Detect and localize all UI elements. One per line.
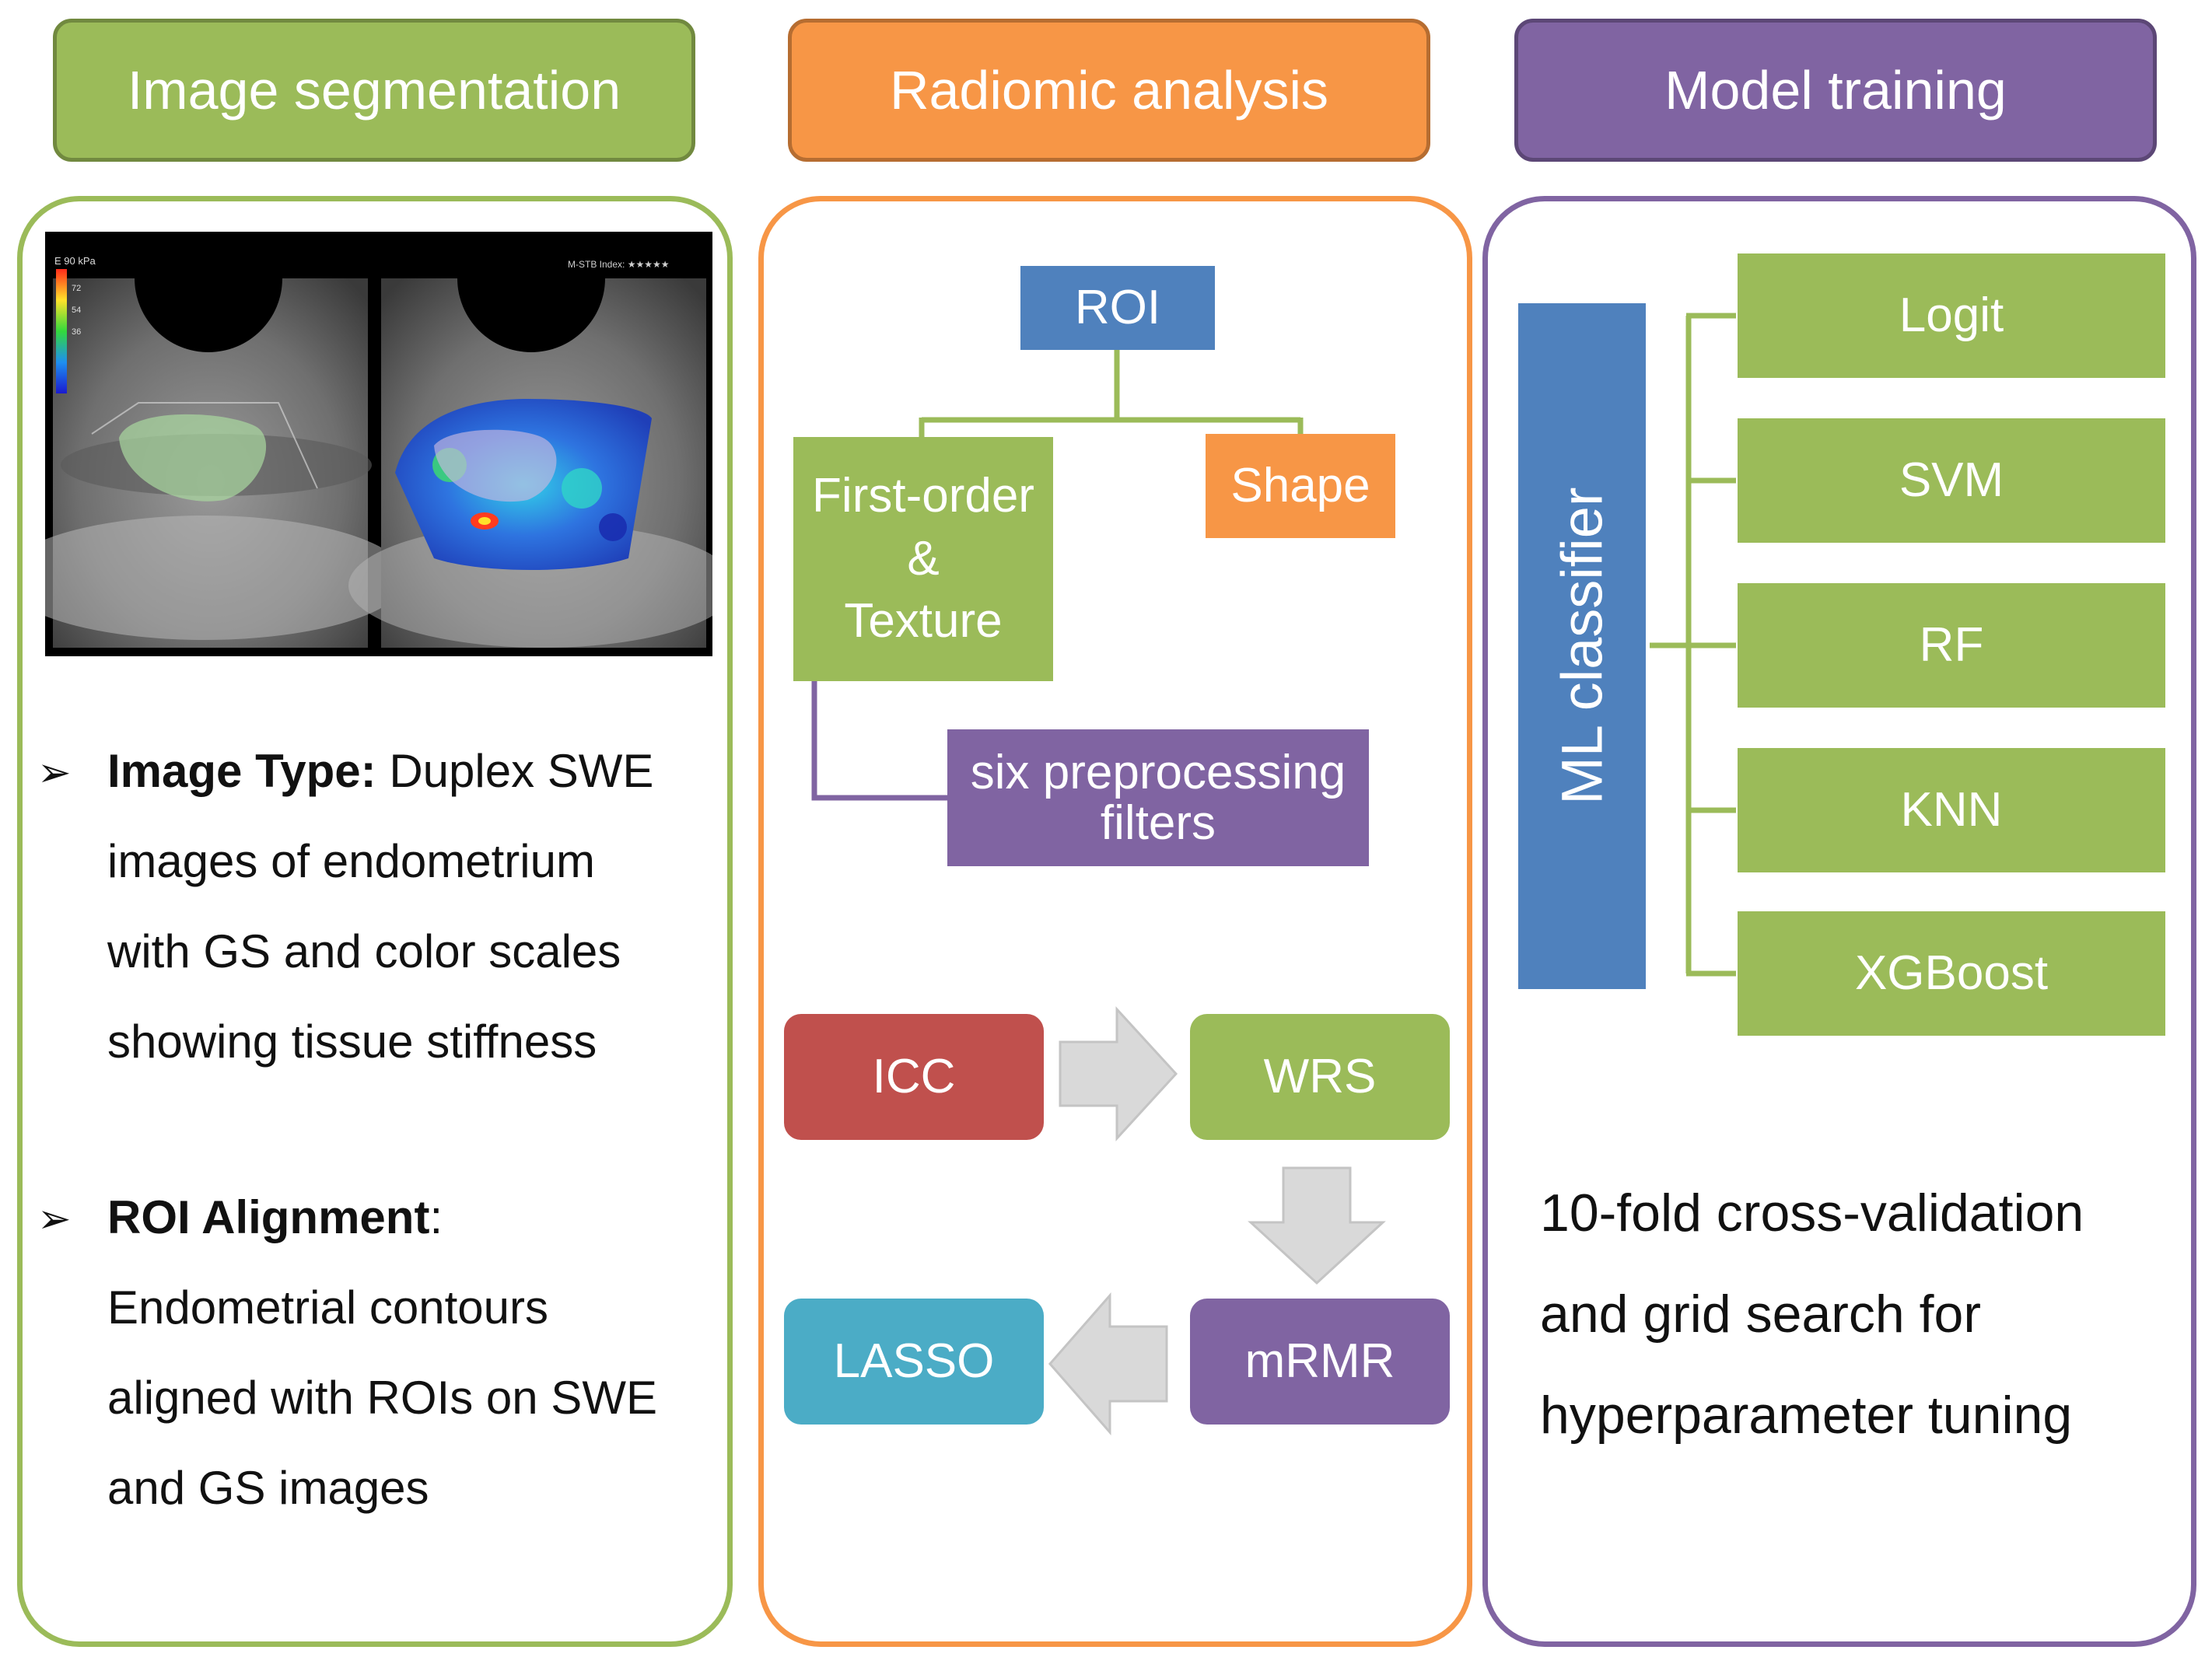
tuning-line-3: hyperparameter tuning xyxy=(1540,1386,2073,1445)
wrs-box: WRS xyxy=(1190,1014,1450,1140)
ml-classifier-box: ML classifier xyxy=(1518,303,1646,989)
bullet-arrow-icon: ➢ xyxy=(37,750,72,795)
filters-box: six preprocessing filters xyxy=(947,729,1369,866)
lasso-label: LASSO xyxy=(833,1334,995,1388)
header-radiomic-analysis: Radiomic analysis xyxy=(788,19,1430,162)
bullet-image-type-title: Image Type: xyxy=(107,745,376,797)
scale-top-label: E 90 kPa xyxy=(54,255,96,267)
ml-classifier-label: ML classifier xyxy=(1549,487,1615,806)
ampersand-label: & xyxy=(907,531,940,586)
header-radiomic-analysis-label: Radiomic analysis xyxy=(889,60,1329,121)
model-box-logit: Logit xyxy=(1738,253,2165,378)
bullet-image-type-line-2: images of endometrium xyxy=(107,835,595,887)
ultrasound-illustration: E 90 kPa 72 54 36 M-STB Index: ★★★★★ xyxy=(2,255,737,648)
bullet-image-type: Image Type: Duplex SWE images of endomet… xyxy=(107,726,730,1087)
roi-label: ROI xyxy=(1074,280,1161,334)
bullet-roi-alignment-line-3: and GS images xyxy=(107,1462,429,1514)
model-label-logit: Logit xyxy=(1899,288,2004,342)
header-model-training: Model training xyxy=(1514,19,2157,162)
bullet-roi-alignment: ROI Alignment: Endometrial contours alig… xyxy=(107,1173,730,1533)
wrs-label: WRS xyxy=(1263,1049,1377,1103)
first-order-texture-box: First-order & Texture xyxy=(793,437,1053,681)
model-box-rf: RF xyxy=(1738,583,2165,708)
ultrasound-image: E 90 kPa 72 54 36 M-STB Index: ★★★★★ xyxy=(2,232,737,656)
filters-line-2: filters xyxy=(1100,796,1216,850)
shape-box: Shape xyxy=(1206,434,1395,538)
bullet-image-type-line-3: with GS and color scales xyxy=(107,925,621,977)
bullet-image-type-line-4: showing tissue stiffness xyxy=(107,1016,597,1068)
header-image-segmentation: Image segmentation xyxy=(53,19,695,162)
tuning-line-1: 10-fold cross-validation xyxy=(1540,1183,2084,1243)
scale-tick-1: 72 xyxy=(72,284,81,293)
filters-line-1: six preprocessing xyxy=(970,745,1346,799)
icc-label: ICC xyxy=(872,1049,956,1103)
tuning-description: 10-fold cross-validation and grid search… xyxy=(1540,1162,2178,1466)
shape-label: Shape xyxy=(1230,458,1370,512)
bullet-roi-alignment-colon: : xyxy=(429,1191,443,1243)
mrmr-box: mRMR xyxy=(1190,1299,1450,1425)
bullet-roi-alignment-title: ROI Alignment xyxy=(107,1191,430,1243)
tuning-line-2: and grid search for xyxy=(1540,1285,1981,1344)
scale-tick-2: 54 xyxy=(72,306,81,315)
model-box-xgboost: XGBoost xyxy=(1738,911,2165,1036)
model-box-knn: KNN xyxy=(1738,748,2165,872)
model-box-svm: SVM xyxy=(1738,418,2165,543)
model-label-xgboost: XGBoost xyxy=(1854,946,2049,1000)
header-model-training-label: Model training xyxy=(1664,60,2007,121)
bullet-arrow-icon: ➢ xyxy=(37,1197,72,1242)
index-label: M-STB Index: ★★★★★ xyxy=(568,259,669,270)
bullet-roi-alignment-line-1: Endometrial contours xyxy=(107,1281,548,1334)
first-order-label: First-order xyxy=(812,469,1034,523)
model-label-knn: KNN xyxy=(1900,782,2003,837)
roi-box: ROI xyxy=(1020,266,1215,350)
lasso-box: LASSO xyxy=(784,1299,1044,1425)
mrmr-label: mRMR xyxy=(1244,1334,1395,1388)
model-label-rf: RF xyxy=(1919,617,1984,672)
texture-label: Texture xyxy=(844,594,1003,648)
model-label-svm: SVM xyxy=(1899,453,2004,507)
scale-tick-3: 36 xyxy=(72,327,81,337)
icc-box: ICC xyxy=(784,1014,1044,1140)
header-image-segmentation-label: Image segmentation xyxy=(127,60,621,121)
bullet-image-type-line-1: Duplex SWE xyxy=(376,745,654,797)
bullet-roi-alignment-line-2: aligned with ROIs on SWE xyxy=(107,1372,657,1424)
